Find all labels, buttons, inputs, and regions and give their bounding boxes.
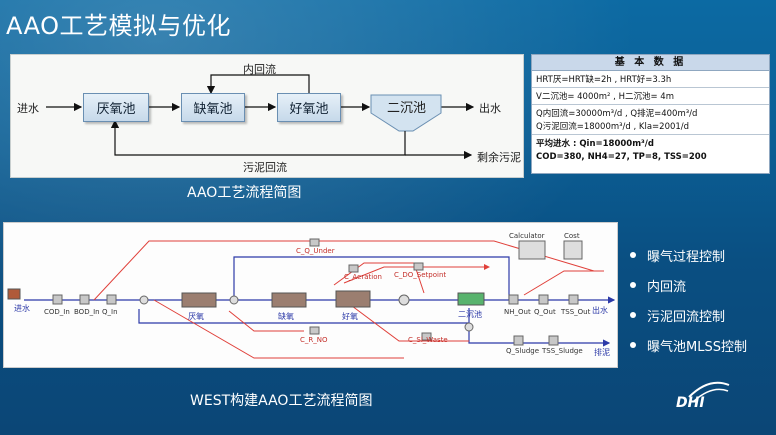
basic-data-hrt: HRT厌=HRT缺=2h , HRT好=3.3h	[536, 75, 672, 85]
aao-flow-diagram: 进水 厌氧池 缺氧池 好氧池 二沉池 出水 内回流 污泥回流 剩余污泥	[10, 54, 524, 178]
basic-data-quality: COD=380, NH4=27, TP=8, TSS=200	[536, 152, 707, 162]
outflow-label: 出水	[479, 102, 501, 115]
west-q-sludge: Q_Sludge	[506, 347, 540, 355]
west-tss-out: TSS_Out	[561, 308, 591, 316]
west-outflow-label: 出水	[592, 306, 608, 315]
logo-swirl-icon	[688, 381, 730, 402]
west-c-sl-waste: C_Sl_Waste	[408, 336, 448, 344]
west-c-r-no: C_R_NO	[300, 336, 328, 344]
aerobic-tank: 好氧池	[277, 93, 341, 122]
bullet-dot	[630, 342, 636, 348]
west-c-aeration: C_Aeration	[344, 273, 382, 281]
clarifier-label: 二沉池	[387, 101, 427, 116]
west-clarifier-label: 二沉池	[458, 310, 482, 319]
control-list: 曝气过程控制 内回流 污泥回流控制 曝气池MLSS控制	[630, 240, 747, 360]
west-cod-in: COD_In	[44, 308, 70, 316]
basic-data-kla: Q污泥回流=18000m³/d , Kla=2001/d	[536, 122, 690, 132]
west-sludge-out-label: 排泥	[594, 348, 610, 357]
west-c-do-setpoint: C_DO_Setpoint	[394, 271, 447, 279]
internal-recycle-label: 内回流	[243, 63, 276, 76]
basic-data-volume: V二沉池= 4000m² , H二沉池= 4m	[532, 87, 769, 104]
west-anaerobic-label: 厌氧	[188, 312, 204, 321]
west-cost: Cost	[564, 232, 580, 240]
anaerobic-tank: 厌氧池	[83, 93, 149, 122]
west-lines	[7, 238, 616, 359]
bullet-dot	[630, 252, 636, 258]
anoxic-tank: 缺氧池	[181, 93, 245, 122]
list-item: 污泥回流控制	[630, 300, 747, 330]
sludge-recycle-label: 污泥回流	[243, 161, 287, 174]
inflow-label: 进水	[17, 102, 39, 115]
basic-data-panel: 基 本 数 据 HRT厌=HRT缺=2h , HRT好=3.3h V二沉池= 4…	[531, 54, 770, 174]
top-caption: AAO工艺流程简图	[187, 185, 302, 201]
basic-data-header: 基 本 数 据	[532, 55, 769, 71]
west-model-diagram: 进水 COD_In BOD_In Q_In 厌氧 缺氧 好氧 二沉池 Calcu…	[3, 222, 618, 368]
flow-lines	[46, 74, 475, 160]
basic-data-inflow: 平均进水 : Qin=18000m³/d	[532, 134, 769, 151]
west-c-q-under: C_Q_Under	[296, 247, 335, 255]
west-nh-out: NH_Out	[504, 308, 531, 316]
west-aerobic-label: 好氧	[342, 312, 358, 321]
west-tss-sludge: TSS_Sludge	[542, 347, 583, 355]
slide-title: AAO工艺模拟与优化	[6, 12, 231, 40]
west-inflow-label: 进水	[14, 304, 30, 313]
west-q-in: Q_In	[102, 308, 118, 316]
list-item: 内回流	[630, 270, 747, 300]
west-q-out: Q_Out	[534, 308, 556, 316]
excess-sludge-label: 剩余污泥	[477, 151, 521, 164]
bullet-dot	[630, 282, 636, 288]
list-item: 曝气过程控制	[630, 240, 747, 270]
list-item: 曝气池MLSS控制	[630, 330, 747, 360]
basic-data-flows: Q内回流=30000m³/d , Q排泥=400m³/d	[532, 104, 769, 121]
dhi-logo: DHI	[676, 381, 730, 411]
bullet-dot	[630, 312, 636, 318]
west-bod-in: BOD_In	[74, 308, 100, 316]
bottom-caption: WEST构建AAO工艺流程简图	[190, 393, 373, 409]
west-anoxic-label: 缺氧	[278, 312, 294, 321]
west-calculator: Calculator	[509, 232, 545, 240]
